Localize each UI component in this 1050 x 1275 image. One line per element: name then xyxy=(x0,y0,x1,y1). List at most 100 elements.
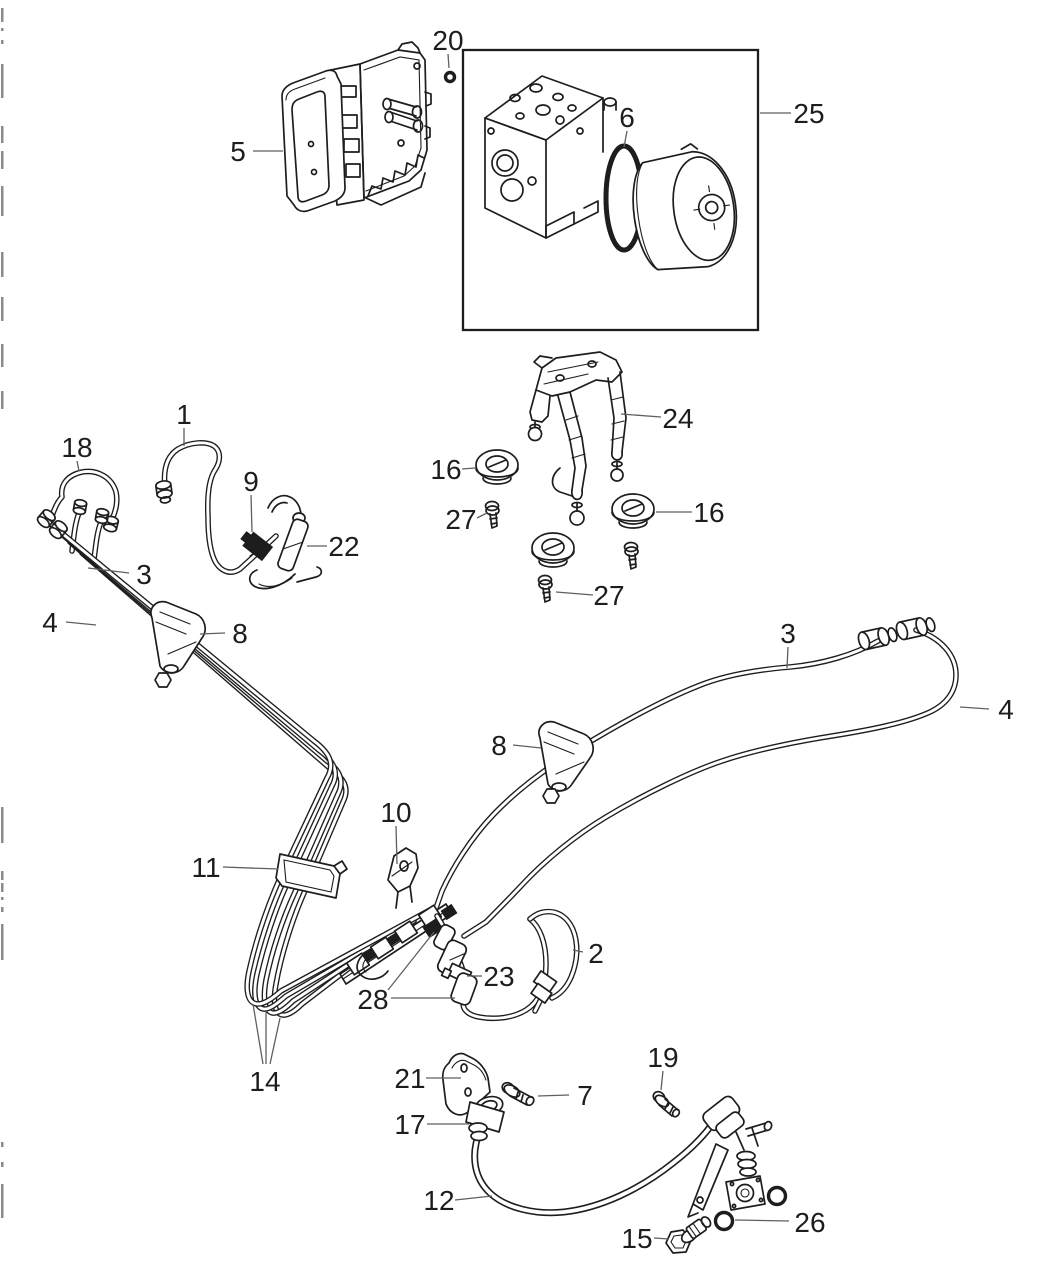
callout-leader-line xyxy=(461,467,476,470)
part-callout: 14 xyxy=(249,1003,281,1097)
part-callout: 8 xyxy=(199,618,248,649)
part-number-label: 5 xyxy=(230,136,246,167)
part-number-label: 28 xyxy=(357,984,388,1015)
callout-leader-line xyxy=(76,460,80,472)
hose-fitting-17 xyxy=(465,1095,505,1142)
mounting-bracket xyxy=(527,351,627,526)
callout-leader-line xyxy=(269,1017,281,1065)
part-callout: 22 xyxy=(307,531,360,562)
tube-fitting xyxy=(895,616,936,641)
part-callout: 24 xyxy=(620,403,694,434)
tube-bundle xyxy=(43,517,433,1018)
part-callout: 20 xyxy=(432,25,464,69)
part-number-label: 27 xyxy=(445,504,476,535)
part-number-label: 20 xyxy=(432,25,463,56)
callout-leader-line xyxy=(959,706,990,710)
callout-leader-line xyxy=(199,632,226,635)
part-callout: 16 xyxy=(656,497,725,528)
protective-sleeve xyxy=(433,924,478,1006)
brake-tube-4-right xyxy=(461,627,959,939)
part-callout: 25 xyxy=(760,98,825,129)
part-callout: 6 xyxy=(619,102,635,148)
part-number-label: 25 xyxy=(793,98,824,129)
part-callout: 23 xyxy=(467,961,515,992)
callout-leader-line xyxy=(537,1094,570,1097)
brake-tube-3-right xyxy=(433,638,881,911)
part-number-label: 16 xyxy=(430,454,461,485)
tube-nut xyxy=(48,519,68,540)
part-number-label: 18 xyxy=(61,432,92,463)
tube-nut xyxy=(36,508,56,529)
part-number-label: 23 xyxy=(483,961,514,992)
part-number-label: 3 xyxy=(780,618,796,649)
part-callout: 16 xyxy=(430,454,476,485)
part-number-label: 11 xyxy=(191,852,220,883)
tube-clamp xyxy=(150,600,206,688)
part-number-label: 1 xyxy=(176,399,192,430)
part-callout: 26 xyxy=(734,1207,826,1238)
part-number-label: 17 xyxy=(394,1109,425,1140)
callout-leader-line xyxy=(660,1070,664,1091)
part-number-label: 7 xyxy=(577,1080,593,1111)
part-number-label: 9 xyxy=(243,466,259,497)
part-callout: 10 xyxy=(380,797,412,865)
tube-stub xyxy=(91,507,110,562)
callout-leader-line xyxy=(555,591,594,596)
grommet xyxy=(531,532,575,568)
part-number-label: 26 xyxy=(794,1207,825,1238)
part-number-label: 19 xyxy=(647,1042,678,1073)
part-callout: 21 xyxy=(394,1063,461,1094)
o-ring-small xyxy=(443,70,457,84)
part-number-label: 8 xyxy=(232,618,248,649)
brake-tube-1 xyxy=(161,440,279,575)
part-number-label: 8 xyxy=(491,730,507,761)
tube-clamp-11 xyxy=(275,853,348,899)
part-callout: 4 xyxy=(42,607,97,638)
part-callout: 5 xyxy=(230,136,283,167)
tube-fitting xyxy=(857,626,898,651)
callout-leader-line xyxy=(65,621,97,626)
screw xyxy=(623,541,639,570)
part-number-label: 21 xyxy=(394,1063,425,1094)
callout-leader-line xyxy=(476,512,488,519)
screw xyxy=(537,574,553,603)
part-callout: 18 xyxy=(61,432,93,472)
bolt xyxy=(652,1090,681,1118)
part-callout: 27 xyxy=(555,580,625,611)
part-callout: 12 xyxy=(423,1185,493,1216)
callout-leader-line xyxy=(512,744,542,749)
callout-leader-line xyxy=(653,1237,670,1240)
callout-leader-line xyxy=(447,53,450,69)
washer xyxy=(713,1185,788,1232)
tube-clamp xyxy=(538,720,594,804)
tube-shield-22 xyxy=(248,494,323,590)
part-number-label: 6 xyxy=(619,102,635,133)
hcu-box xyxy=(461,48,760,332)
part-number-label: 4 xyxy=(42,607,58,638)
part-number-label: 22 xyxy=(328,531,359,562)
part-callout: 28 xyxy=(357,931,455,1015)
grommet xyxy=(475,449,519,485)
part-callout: 1 xyxy=(176,399,192,446)
brake-tube-18 xyxy=(49,468,120,522)
hcu-valve-block xyxy=(484,75,617,239)
part-number-label: 27 xyxy=(593,580,624,611)
bolt xyxy=(501,1081,535,1107)
grommet xyxy=(611,493,655,529)
part-number-label: 15 xyxy=(621,1223,652,1254)
screw xyxy=(484,500,500,529)
hose-end-assembly xyxy=(687,1095,773,1218)
part-callout: 19 xyxy=(647,1042,679,1091)
callout-leader-line xyxy=(222,866,279,870)
callout-leader-line xyxy=(454,1195,493,1201)
part-callout: 9 xyxy=(243,466,259,533)
banjo-bolt xyxy=(665,1216,712,1254)
part-callout: 15 xyxy=(621,1223,670,1254)
part-callout: 11 xyxy=(191,852,279,883)
callout-leader-line xyxy=(786,646,789,669)
part-number-label: 16 xyxy=(693,497,724,528)
part-number-label: 3 xyxy=(136,559,152,590)
